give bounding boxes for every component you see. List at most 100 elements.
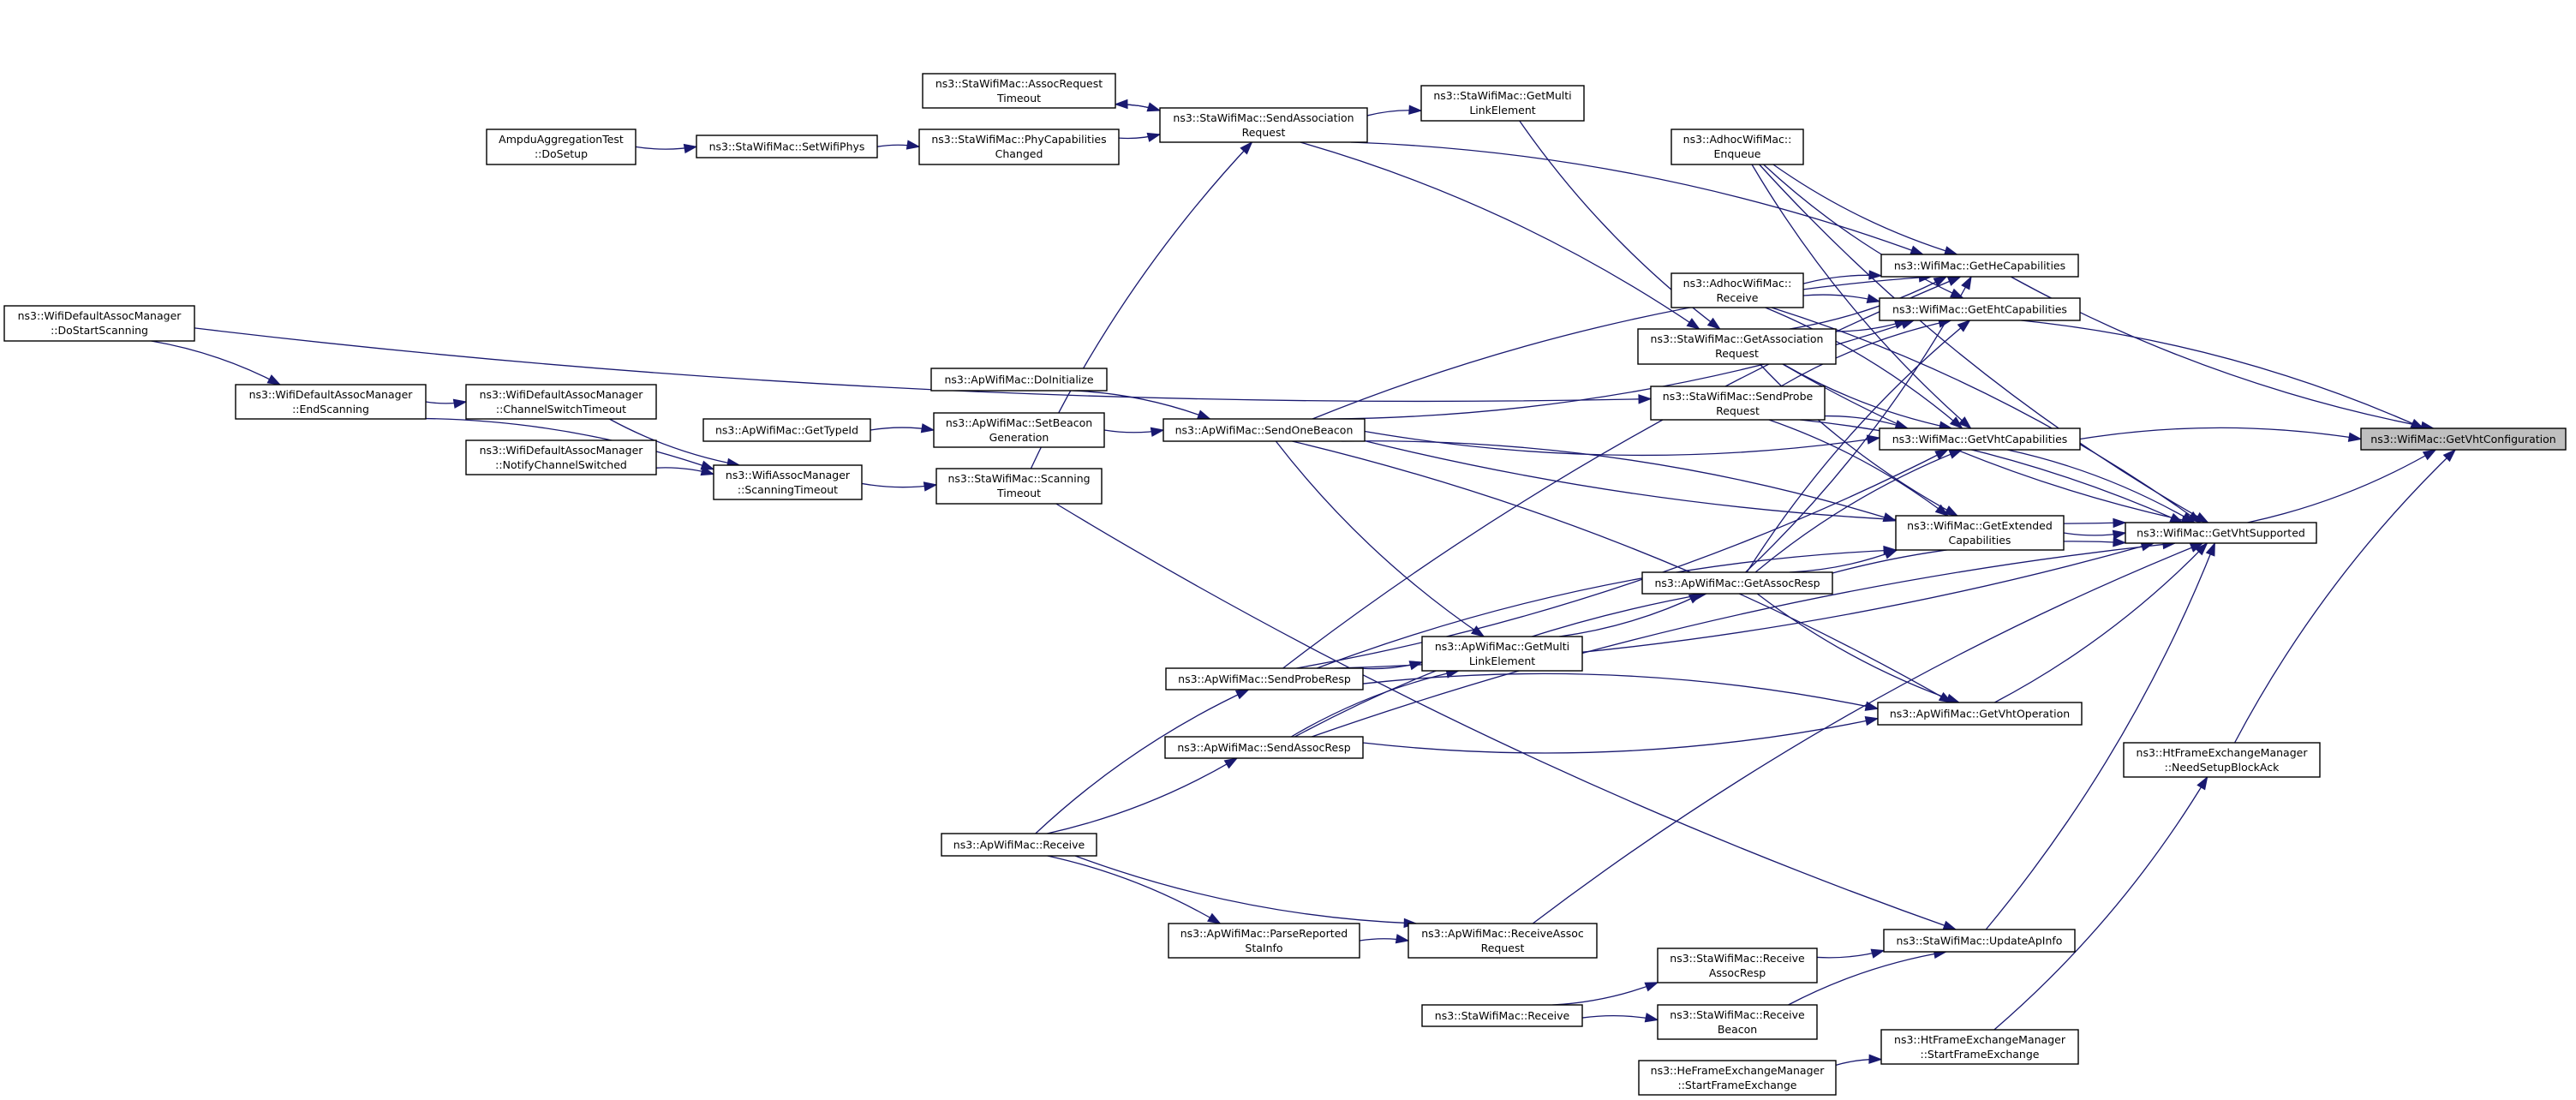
node-box	[713, 464, 863, 500]
node-apReceive[interactable]: ns3::ApWifiMac::Receive	[941, 833, 1097, 857]
node-staScanningTimeout[interactable]: ns3::StaWifiMac::ScanningTimeout	[935, 468, 1103, 505]
arrowhead-icon	[1933, 276, 1948, 287]
call-edge-sendProbeResp-to-getExtendedCapabilities	[1316, 549, 1897, 669]
node-label: ns3::ApWifiMac::SendOneBeacon	[1175, 424, 1354, 437]
arrowhead-icon	[1240, 140, 1253, 155]
node-box	[1165, 667, 1364, 690]
call-edge-staScanningTimeout-to-updateApInfo	[1055, 503, 1957, 930]
node-doSetup[interactable]: AmpduAggregationTest::DoSetup	[486, 129, 637, 165]
node-channelSwitchTimeout[interactable]: ns3::WifiDefaultAssocManager::ChannelSwi…	[465, 384, 657, 420]
node-sendAssocResp[interactable]: ns3::ApWifiMac::SendAssocResp	[1164, 736, 1364, 759]
node-getHeCapabilities[interactable]: ns3::WifiMac::GetHeCapabilities	[1880, 254, 2079, 278]
node-label: ::DoSetup	[535, 147, 588, 160]
node-getVhtCapabilities[interactable]: ns3::WifiMac::GetVhtCapabilities	[1879, 427, 2081, 451]
node-staReceive[interactable]: ns3::StaWifiMac::Receive	[1421, 1004, 1583, 1027]
node-label: Timeout	[996, 92, 1041, 105]
node-getEhtCapabilities[interactable]: ns3::WifiMac::GetEhtCapabilities	[1879, 297, 2081, 321]
node-box	[1880, 254, 2079, 278]
node-getVhtSupported[interactable]: ns3::WifiMac::GetVhtSupported	[2125, 522, 2317, 544]
node-box	[2360, 427, 2567, 451]
arrowhead-icon	[1868, 270, 1883, 280]
arrowhead-icon	[1957, 320, 1971, 332]
arrowhead-icon	[920, 423, 935, 433]
node-label: ns3::StaWifiMac::Receive	[1670, 952, 1805, 965]
node-box	[935, 468, 1103, 505]
node-box	[1883, 929, 2076, 953]
node-label: ns3::StaWifiMac::Receive	[1670, 1008, 1805, 1021]
arrowhead-icon	[1223, 757, 1239, 769]
node-updateApInfo[interactable]: ns3::StaWifiMac::UpdateApInfo	[1883, 929, 2076, 953]
call-edge-getAssociationRequest-to-getHeCapabilities	[1789, 276, 1947, 330]
arrowhead-icon	[1938, 691, 1953, 703]
node-label: ns3::StaWifiMac::Scanning	[947, 472, 1090, 485]
arrowhead-icon	[1644, 982, 1659, 992]
node-box	[1159, 107, 1368, 143]
call-edge-getEhtCapabilities-to-getVhtConfiguration	[2021, 320, 2424, 429]
node-getVhtOperation[interactable]: ns3::ApWifiMac::GetVhtOperation	[1877, 702, 2083, 726]
node-sendOneBeacon[interactable]: ns3::ApWifiMac::SendOneBeacon	[1162, 418, 1366, 442]
arrowhead-icon	[1944, 505, 1959, 517]
call-edge-apReceive-to-receiveAssocRequest	[1074, 855, 1417, 924]
call-edge-sendOneBeacon-to-getHeCapabilities	[1312, 276, 1932, 420]
node-box	[696, 135, 878, 158]
node-adhocReceive[interactable]: ns3::AdhocWifiMac::Receive	[1671, 272, 1804, 308]
arrowhead-icon	[452, 398, 468, 409]
node-label: ::NotifyChannelSwitched	[495, 458, 627, 471]
call-edge-adhocReceive-to-getVhtCapabilities	[1765, 307, 1963, 429]
call-edge-adhocEnqueue-to-getVhtSupported	[1759, 164, 2208, 523]
arrowhead-icon	[2196, 775, 2208, 791]
node-getVhtConfiguration[interactable]: ns3::WifiMac::GetVhtConfiguration	[2360, 427, 2567, 451]
call-edge-sendProbeRequest-to-getEhtCapabilities	[1780, 320, 1951, 387]
node-label: Request	[1242, 126, 1286, 139]
node-doStartScanning[interactable]: ns3::WifiDefaultAssocManager::DoStartSca…	[3, 305, 195, 342]
node-getTypeId[interactable]: ns3::ApWifiMac::GetTypeId	[702, 418, 871, 442]
node-adhocEnqueue[interactable]: ns3::AdhocWifiMac::Enqueue	[1671, 129, 1804, 165]
node-needSetupBlockAck[interactable]: ns3::HtFrameExchangeManager::NeedSetupBl…	[2123, 742, 2321, 778]
node-getAssocResp[interactable]: ns3::ApWifiMac::GetAssocResp	[1641, 571, 1833, 595]
arrowhead-icon	[1470, 625, 1485, 637]
node-label: ns3::StaWifiMac::SetWifiPhys	[709, 140, 865, 153]
arrowhead-icon	[1950, 288, 1964, 299]
arrowhead-icon	[2112, 529, 2127, 540]
call-edge-sendAssocResp-to-getVhtSupported	[1312, 542, 2176, 738]
arrowhead-icon	[1864, 716, 1880, 726]
node-label: ns3::StaWifiMac::SendProbe	[1663, 390, 1814, 403]
node-label: ns3::WifiDefaultAssocManager	[18, 309, 182, 322]
node-wamScanningTimeout[interactable]: ns3::WifiAssocManager::ScanningTimeout	[713, 464, 863, 500]
arrowhead-icon	[2205, 541, 2215, 557]
call-edge-channelSwitchTimeout-to-wamScanningTimeout	[608, 418, 740, 466]
node-label: ns3::WifiAssocManager	[726, 469, 851, 481]
node-box	[918, 129, 1120, 165]
node-endScanning[interactable]: ns3::WifiDefaultAssocManager::EndScannin…	[235, 384, 427, 420]
node-label: ns3::ApWifiMac::ReceiveAssoc	[1421, 927, 1584, 940]
node-label: ns3::ApWifiMac::SendAssocResp	[1177, 741, 1350, 754]
arrowhead-icon	[1234, 689, 1250, 700]
arrowhead-icon	[1910, 245, 1925, 255]
node-htStartFrameExchange[interactable]: ns3::HtFrameExchangeManager::StartFrameE…	[1880, 1029, 2079, 1065]
node-notifyChannelSwitched[interactable]: ns3::WifiDefaultAssocManager::NotifyChan…	[465, 439, 657, 475]
call-edge-adhocEnqueue-to-getHeCapabilities	[1772, 164, 1957, 255]
arrowhead-icon	[1150, 427, 1165, 437]
node-heStartFrameExchange[interactable]: ns3::HeFrameExchangeManager::StartFrameE…	[1638, 1060, 1837, 1096]
call-edge-sendProbeResp-to-getVhtCapabilities	[1296, 449, 1949, 669]
node-sendProbeResp[interactable]: ns3::ApWifiMac::SendProbeResp	[1165, 667, 1364, 690]
arrowhead-icon	[1943, 246, 1958, 256]
arrowhead-icon	[1870, 948, 1886, 959]
node-setWifiPhys[interactable]: ns3::StaWifiMac::SetWifiPhys	[696, 135, 878, 158]
node-doInitialize[interactable]: ns3::ApWifiMac::DoInitialize	[930, 368, 1108, 392]
node-label: ::DoStartScanning	[51, 324, 148, 337]
